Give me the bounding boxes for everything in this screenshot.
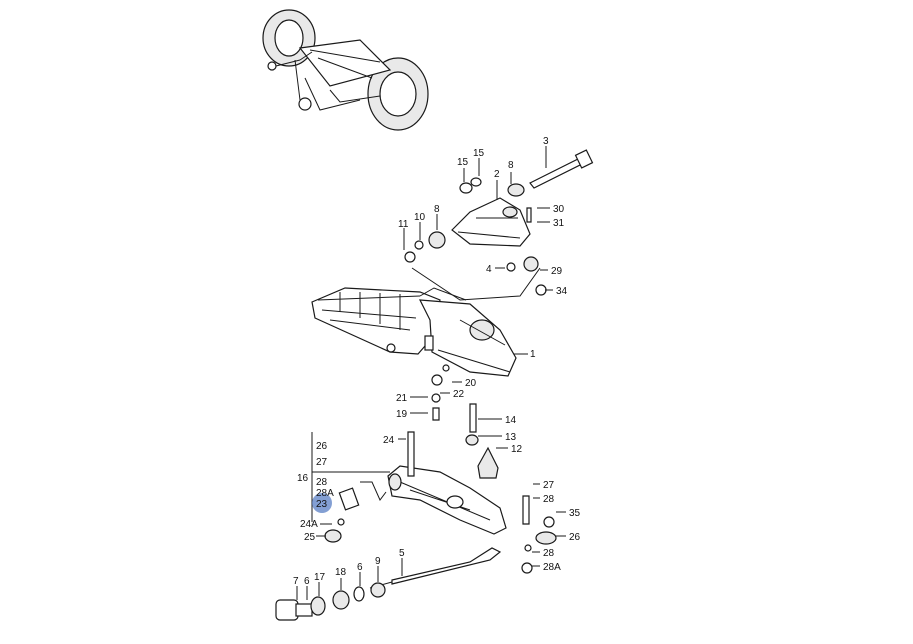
- callout-25: 25: [304, 532, 316, 543]
- callout-5: 5: [399, 548, 405, 559]
- radius-rod: [369, 547, 502, 589]
- vehicle-overview-illustration: [262, 9, 429, 131]
- callout-28: 28: [543, 548, 555, 559]
- callout-21: 21: [396, 393, 408, 404]
- callout-4: 4: [486, 264, 492, 275]
- leader-lines: [296, 146, 566, 600]
- callout-28A: 28A: [543, 562, 561, 573]
- callout-12: 12: [511, 444, 523, 455]
- callout-2: 2: [494, 169, 500, 180]
- callout-23: 23: [316, 499, 328, 510]
- callout-15: 15: [473, 148, 485, 159]
- callout-14: 14: [505, 415, 517, 426]
- callout-20: 20: [465, 378, 477, 389]
- callout-7: 7: [293, 576, 299, 587]
- callout-26: 26: [316, 441, 328, 452]
- lower-control-arm: [387, 465, 507, 535]
- callout-8: 8: [508, 160, 514, 171]
- callout-15: 15: [457, 157, 469, 168]
- callout-17: 17: [314, 572, 326, 583]
- callout-19: 19: [396, 409, 408, 420]
- bracket-line: [311, 432, 390, 522]
- callout-22: 22: [453, 389, 465, 400]
- axle-crossmember: [311, 287, 517, 377]
- callout-16: 16: [297, 473, 309, 484]
- callout-9: 9: [375, 556, 381, 567]
- callout-30: 30: [553, 204, 565, 215]
- callout-8: 8: [434, 204, 440, 215]
- callout-24: 24: [383, 435, 395, 446]
- callout-28: 28: [543, 494, 555, 505]
- callout-24A: 24A: [300, 519, 318, 530]
- callout-26: 26: [569, 532, 581, 543]
- callout-28: 28: [316, 477, 328, 488]
- callout-labels: 3 8 2 15 15 30 31 8 10 11 4 29 34 1 20 2…: [293, 136, 581, 587]
- callout-18: 18: [335, 567, 347, 578]
- callout-27: 27: [543, 480, 555, 491]
- callout-3: 3: [543, 136, 549, 147]
- callout-28A: 28A: [316, 488, 334, 499]
- callout-6: 6: [357, 562, 363, 573]
- callout-29: 29: [551, 266, 563, 277]
- small-hardware: [275, 177, 557, 621]
- callout-35: 35: [569, 508, 581, 519]
- callout-31: 31: [553, 218, 565, 229]
- long-bolt-3: [529, 149, 594, 189]
- callout-27: 27: [316, 457, 328, 468]
- callout-1: 1: [530, 349, 536, 360]
- callout-11: 11: [398, 219, 409, 230]
- bracket-line-2: [360, 481, 387, 501]
- callout-34: 34: [556, 286, 568, 297]
- highlight-marker: [312, 493, 332, 513]
- callout-6: 6: [304, 576, 310, 587]
- callout-13: 13: [505, 432, 517, 443]
- callout-10: 10: [414, 212, 426, 223]
- upper-control-arm: [411, 197, 541, 301]
